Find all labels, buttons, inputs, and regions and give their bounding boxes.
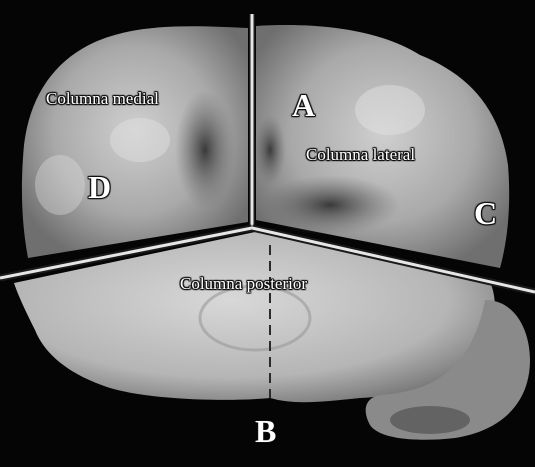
medial-highlight bbox=[110, 118, 170, 162]
label-letter-c: C bbox=[474, 195, 497, 232]
label-letter-b: B bbox=[255, 413, 276, 450]
label-letter-d: D bbox=[88, 169, 111, 206]
protrusion-shadow bbox=[390, 406, 470, 434]
label-letter-a: A bbox=[292, 87, 315, 124]
lateral-dark-band bbox=[260, 175, 400, 235]
medial-highlight-2 bbox=[35, 155, 85, 215]
label-columna-medial: Columna medial bbox=[46, 89, 159, 109]
lateral-highlight bbox=[355, 85, 425, 135]
medial-dark-zone bbox=[175, 90, 235, 210]
label-columna-posterior: Columna posterior bbox=[180, 274, 307, 294]
lateral-dark-spot bbox=[254, 115, 286, 185]
label-columna-lateral: Columna lateral bbox=[306, 145, 415, 165]
